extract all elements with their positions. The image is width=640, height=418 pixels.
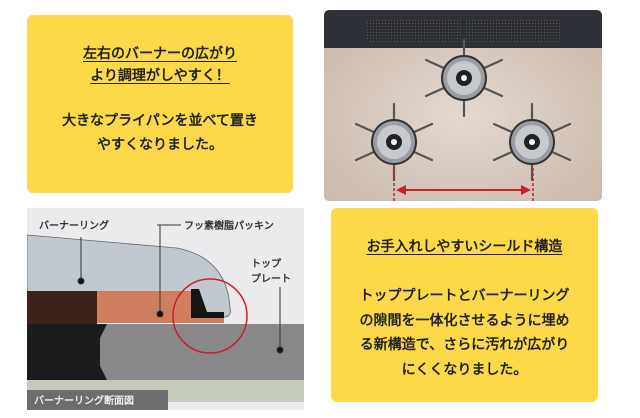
distance-arrow <box>393 168 534 201</box>
feature-card-shield-structure: お手入れしやすいシールド構造 トッププレートとバーナーリング の隙間を一体化させ… <box>331 208 598 402</box>
body-line: トッププレートとバーナーリング <box>359 288 570 304</box>
card-heading: お手入れしやすいシールド構造 <box>331 236 598 258</box>
body-line: る新構造で、さらに汚れが広がり <box>359 337 570 353</box>
body-line: 大きなプライパンを並べて置き <box>62 113 258 129</box>
label-top-plate: プレート <box>251 272 291 285</box>
label-top-plate: トップ <box>251 257 282 270</box>
label-burner-ring: バーナーリング <box>39 219 109 232</box>
diagram-caption: バーナーリング断面図 <box>34 394 134 407</box>
heading-line: お手入れしやすいシールド構造 <box>366 239 563 255</box>
cooktop-photo <box>324 10 602 201</box>
burner-ring-cross-section: バーナーリング フッ素樹脂パッキン トップ プレート バーナーリング断面図 <box>27 208 304 410</box>
body-line: やすくなりました。 <box>97 137 223 153</box>
feature-card-wide-burners: 左右のバーナーの広がり より調理がしやすく！ 大きなプライパンを並べて置き やす… <box>27 15 293 193</box>
body-line: にくくなりました。 <box>401 361 528 378</box>
heading-line: 左右のバーナーの広がり <box>83 46 237 62</box>
card-body: トッププレートとバーナーリング の隙間を一体化させるように埋め る新構造で、さら… <box>331 284 598 382</box>
card-body: 大きなプライパンを並べて置き やすくなりました。 <box>27 109 293 157</box>
card-heading: 左右のバーナーの広がり より調理がしやすく！ <box>27 43 293 87</box>
body-line: の隙間を一体化させるように埋め <box>359 312 570 329</box>
heading-line: より調理がしやすく！ <box>90 68 230 84</box>
highlight-circle <box>172 278 248 354</box>
label-packing: フッ素樹脂パッキン <box>184 219 274 232</box>
